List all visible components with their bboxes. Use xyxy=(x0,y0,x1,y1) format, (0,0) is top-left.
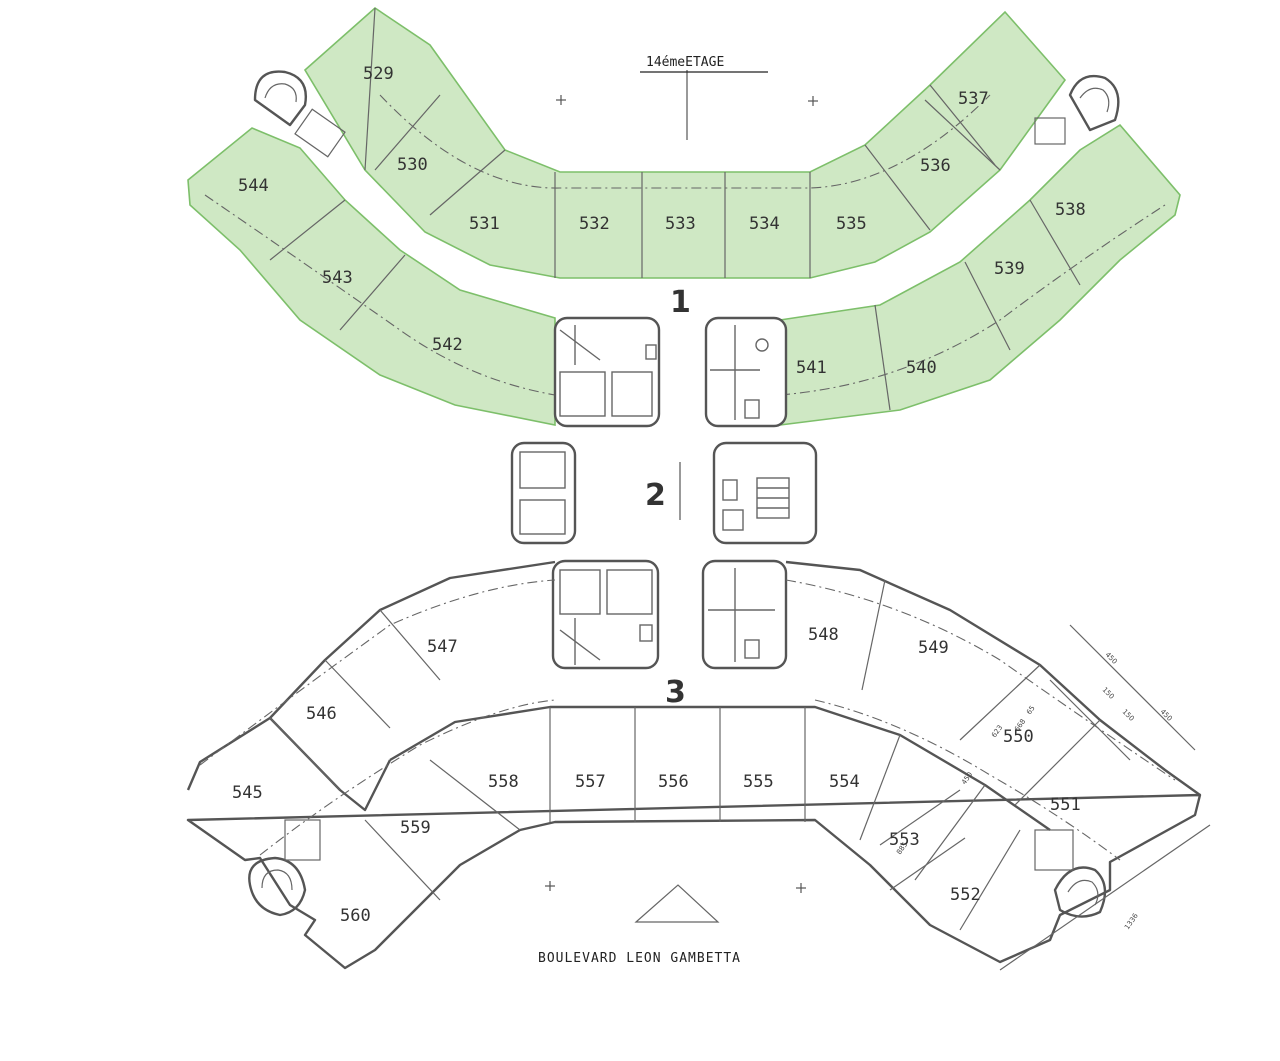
room-546[interactable]: 546 xyxy=(306,704,337,724)
zone-1-label: 1 xyxy=(670,285,691,320)
room-552[interactable]: 552 xyxy=(950,885,981,905)
dim-450-b: 450 xyxy=(1159,708,1174,723)
dim-1336: 1336 xyxy=(1123,912,1140,932)
room-534[interactable]: 534 xyxy=(749,214,780,234)
room-529[interactable]: 529 xyxy=(363,64,394,84)
dim-150-b: 150 xyxy=(1121,708,1136,723)
room-530[interactable]: 530 xyxy=(397,155,428,175)
room-543[interactable]: 543 xyxy=(322,268,353,288)
room-547[interactable]: 547 xyxy=(427,637,458,657)
core-middle-right xyxy=(712,441,818,545)
room-541[interactable]: 541 xyxy=(796,358,827,378)
stair-tower-top-left xyxy=(253,70,346,158)
room-548[interactable]: 548 xyxy=(808,625,839,645)
room-553[interactable]: 553 xyxy=(889,830,920,850)
room-544[interactable]: 544 xyxy=(238,176,269,196)
stair-tower-bottom-left xyxy=(248,819,321,917)
dim-65: 65 xyxy=(1025,704,1037,716)
entrance-triangle xyxy=(634,884,720,923)
upper-wing-outer xyxy=(303,6,1067,279)
room-550[interactable]: 550 xyxy=(1003,727,1034,747)
dimension-lines: 450 150 150 450 623 668 65 450 885 1336 xyxy=(879,624,1211,971)
room-557[interactable]: 557 xyxy=(575,772,606,792)
room-559[interactable]: 559 xyxy=(400,818,431,838)
core-top-right xyxy=(704,316,788,428)
room-531[interactable]: 531 xyxy=(469,214,500,234)
room-556[interactable]: 556 xyxy=(658,772,689,792)
stair-tower-bottom-right xyxy=(1034,829,1107,918)
room-551[interactable]: 551 xyxy=(1050,795,1081,815)
room-535[interactable]: 535 xyxy=(836,214,867,234)
room-549[interactable]: 549 xyxy=(918,638,949,658)
room-532[interactable]: 532 xyxy=(579,214,610,234)
room-554[interactable]: 554 xyxy=(829,772,860,792)
room-558[interactable]: 558 xyxy=(488,772,519,792)
core-top-left xyxy=(553,316,661,428)
stair-tower-top-right xyxy=(1034,74,1120,145)
upper-room-dividers xyxy=(204,7,1166,411)
lower-wing xyxy=(186,560,1202,970)
core-middle-left xyxy=(510,441,577,545)
core-bottom-right xyxy=(701,559,788,670)
floor-title: 14émeETAGE xyxy=(646,55,724,70)
room-536[interactable]: 536 xyxy=(920,156,951,176)
room-537[interactable]: 537 xyxy=(958,89,989,109)
room-560[interactable]: 560 xyxy=(340,906,371,926)
room-540[interactable]: 540 xyxy=(906,358,937,378)
room-555[interactable]: 555 xyxy=(743,772,774,792)
room-542[interactable]: 542 xyxy=(432,335,463,355)
survey-markers xyxy=(545,70,818,893)
dim-150-a: 150 xyxy=(1101,686,1116,701)
dim-450-a: 450 xyxy=(1104,651,1119,666)
zone-2-label: 2 xyxy=(645,478,666,513)
room-539[interactable]: 539 xyxy=(994,259,1025,279)
room-538[interactable]: 538 xyxy=(1055,200,1086,220)
zone-3-label: 3 xyxy=(665,675,686,710)
street-label: BOULEVARD LEON GAMBETTA xyxy=(538,951,741,966)
room-533[interactable]: 533 xyxy=(665,214,696,234)
upper-wing-right-lower xyxy=(779,123,1181,426)
room-545[interactable]: 545 xyxy=(232,783,263,803)
core-bottom-left xyxy=(551,559,660,670)
